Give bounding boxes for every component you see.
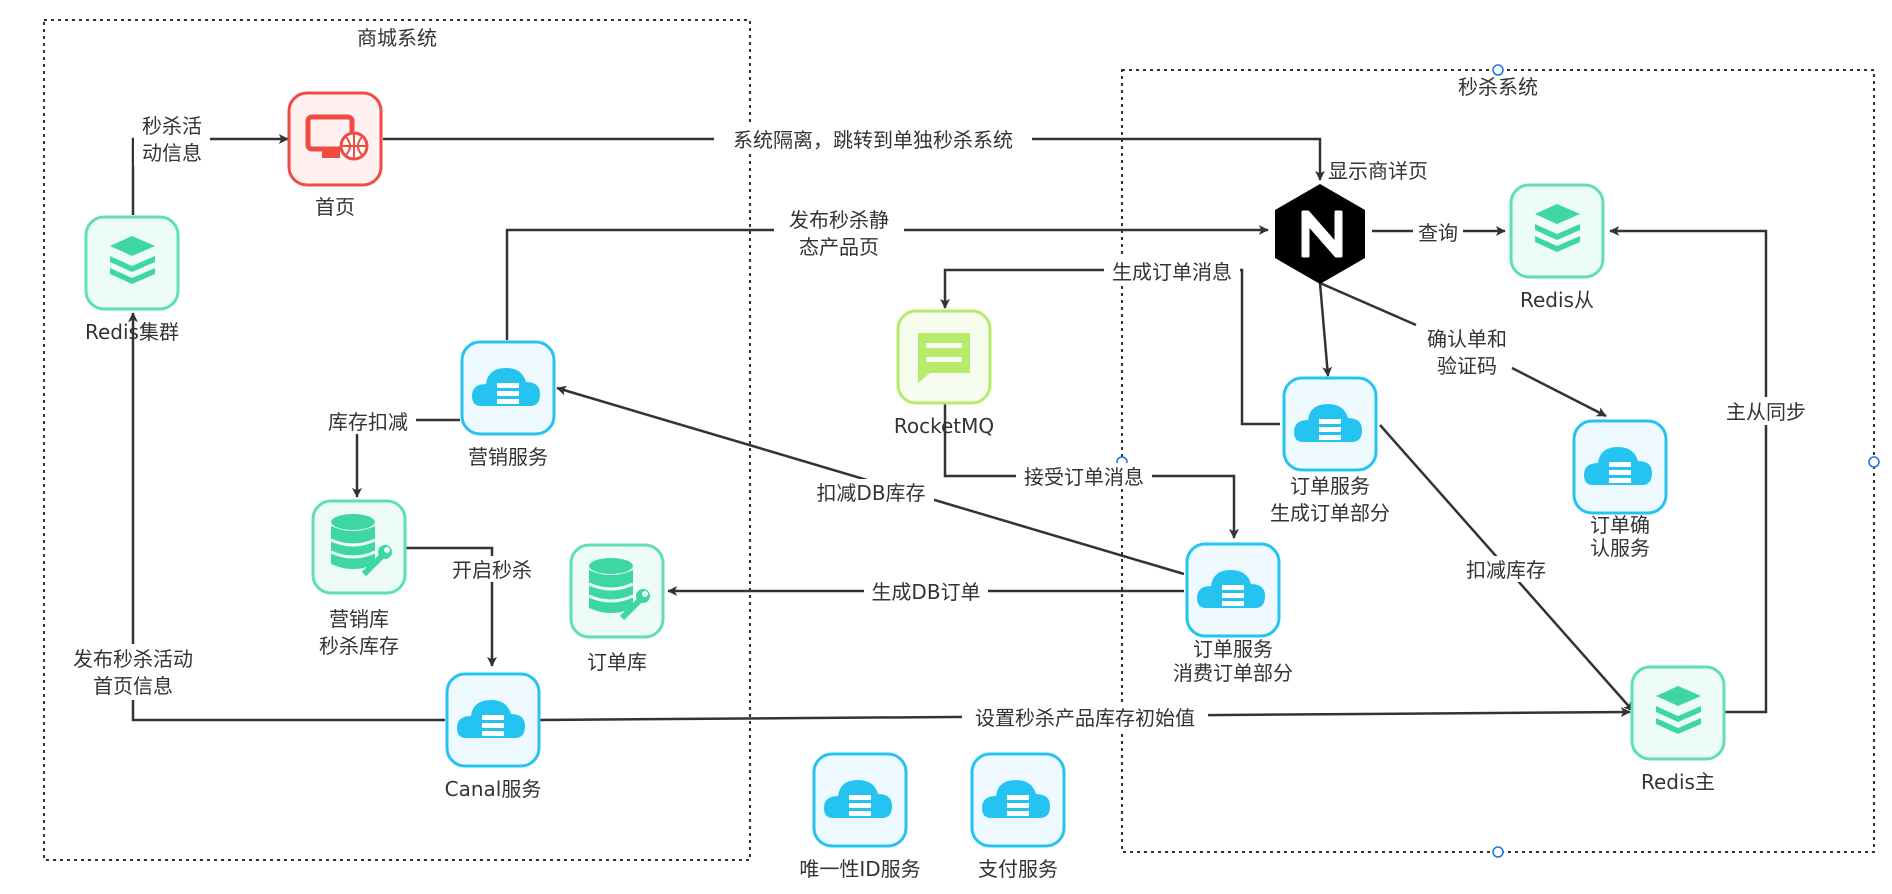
edge-nginx-to-order (1318, 282, 1333, 377)
mall-system-title: 商城系统 (357, 26, 437, 50)
database-tool-icon (588, 558, 650, 621)
edge-label-deduct-stock: 扣减库存 (1466, 558, 1546, 582)
node-label-order-consume-1: 订单服务 (1193, 637, 1273, 661)
node-label-redis-cluster: Redis集群 (85, 320, 179, 344)
node-nginx[interactable]: 显示商详页 (1275, 159, 1428, 284)
edge-isolation (383, 137, 1325, 181)
node-payment-service[interactable]: 支付服务 (970, 752, 1066, 881)
node-label-marketing-db-2: 秒杀库存 (319, 634, 399, 658)
node-unique-id-service[interactable]: 唯一性ID服务 (799, 752, 921, 881)
edge-label-seckill-info-1: 秒杀活 (142, 114, 202, 138)
message-queue-icon (918, 333, 970, 383)
nginx-icon (1301, 210, 1343, 258)
redis-icon (1656, 686, 1701, 734)
cloud-server-icon (1584, 447, 1652, 485)
edge-label-query: 查询 (1418, 221, 1458, 245)
resize-handle-bottom[interactable] (1492, 846, 1504, 858)
redis-icon (110, 236, 155, 284)
edge-label-start-seckill: 开启秒杀 (452, 558, 532, 582)
node-order-confirm-service[interactable]: 订单确 认服务 (1572, 419, 1668, 560)
node-rocketmq[interactable]: RocketMQ (894, 309, 994, 438)
node-label-canal-service: Canal服务 (445, 777, 542, 801)
seckill-system-title: 秒杀系统 (1458, 75, 1538, 99)
mall-system-group: 商城系统 (43, 19, 751, 861)
edge-start-seckill (405, 546, 497, 667)
edge-label-stock-reduce: 库存扣减 (328, 410, 408, 434)
node-label-marketing-db-1: 营销库 (329, 607, 389, 631)
resize-handle-right[interactable] (1868, 456, 1880, 468)
seckill-system-group: 秒杀系统 (1116, 64, 1880, 858)
node-label-redis-master: Redis主 (1641, 770, 1715, 794)
edge-label-publish-static-1: 发布秒杀静 (789, 208, 889, 232)
node-order-create-service[interactable]: 订单服务 生成订单部分 (1270, 376, 1390, 525)
node-label-order-create-1: 订单服务 (1290, 474, 1370, 498)
redis-icon (1535, 204, 1580, 252)
node-label-order-confirm-2: 认服务 (1590, 536, 1650, 560)
edge-label-receive-order-msg: 接受订单消息 (1024, 465, 1144, 489)
edge-label-confirm-code-2: 验证码 (1437, 354, 1497, 378)
node-redis-cluster[interactable]: Redis集群 (84, 215, 180, 344)
edge-label-confirm-code-1: 确认单和 (1427, 327, 1507, 351)
cloud-server-icon (457, 700, 525, 738)
node-label-order-db: 订单库 (587, 650, 647, 674)
node-redis-master[interactable]: Redis主 (1630, 665, 1726, 794)
edge-publish-static (505, 225, 1269, 340)
node-label-payment: 支付服务 (978, 857, 1058, 881)
node-marketing-service[interactable]: 营销服务 (460, 340, 556, 469)
edge-label-master-slave: 主从同步 (1726, 400, 1806, 424)
edge-label-deduct-db-stock: 扣减DB库存 (816, 481, 925, 505)
node-label-redis-slave: Redis从 (1520, 288, 1594, 312)
cloud-server-icon (472, 368, 540, 406)
edge-gen-order-msg (940, 268, 1280, 426)
edge-label-seckill-info-2: 动信息 (142, 141, 202, 165)
cloud-server-icon (1294, 404, 1362, 442)
database-tool-icon (330, 514, 392, 577)
node-label-order-create-2: 生成订单部分 (1270, 501, 1390, 525)
node-label-rocketmq: RocketMQ (894, 414, 994, 438)
edge-label-init-stock: 设置秒杀产品库存初始值 (975, 706, 1195, 730)
node-order-db[interactable]: 订单库 (569, 543, 665, 674)
cloud-server-icon (1197, 570, 1265, 608)
node-marketing-db[interactable]: 营销库 秒杀库存 (311, 499, 407, 658)
node-homepage[interactable]: 首页 (287, 91, 383, 219)
resize-handle-top[interactable] (1492, 64, 1504, 76)
node-order-consume-service[interactable]: 订单服务 消费订单部分 (1173, 542, 1293, 685)
cloud-server-icon (824, 780, 892, 818)
node-label-order-confirm-1: 订单确 (1590, 513, 1650, 537)
edge-publish-home (128, 312, 445, 722)
edge-label-isolation: 系统隔离，跳转到单独秒杀系统 (733, 128, 1013, 152)
node-redis-slave[interactable]: Redis从 (1509, 183, 1605, 312)
cloud-server-icon (982, 780, 1050, 818)
node-label-order-consume-2: 消费订单部分 (1173, 661, 1293, 685)
node-canal-service[interactable]: Canal服务 (445, 672, 542, 801)
node-label-marketing-service: 营销服务 (468, 445, 548, 469)
node-label-homepage: 首页 (315, 195, 355, 219)
edge-label-publish-static-2: 态产品页 (799, 235, 879, 259)
edge-label-gen-order-msg: 生成订单消息 (1112, 260, 1232, 284)
node-label-unique-id: 唯一性ID服务 (799, 857, 920, 881)
edge-seckill-info (131, 134, 289, 215)
edge-confirm-code (1319, 281, 1606, 416)
edge-label-publish-home-1: 发布秒杀活动 (73, 647, 193, 671)
edge-label-publish-home-2: 首页信息 (93, 674, 173, 698)
edge-label-gen-db-order: 生成DB订单 (871, 580, 980, 604)
node-label-nginx: 显示商详页 (1328, 159, 1428, 183)
edge-master-slave (1609, 226, 1768, 714)
edges: 秒杀活 动信息 系统隔离，跳转到单独秒杀系统 发布秒杀静 态产品页 查询 生成订… (62, 112, 1814, 730)
web-monitor-icon (305, 114, 369, 161)
